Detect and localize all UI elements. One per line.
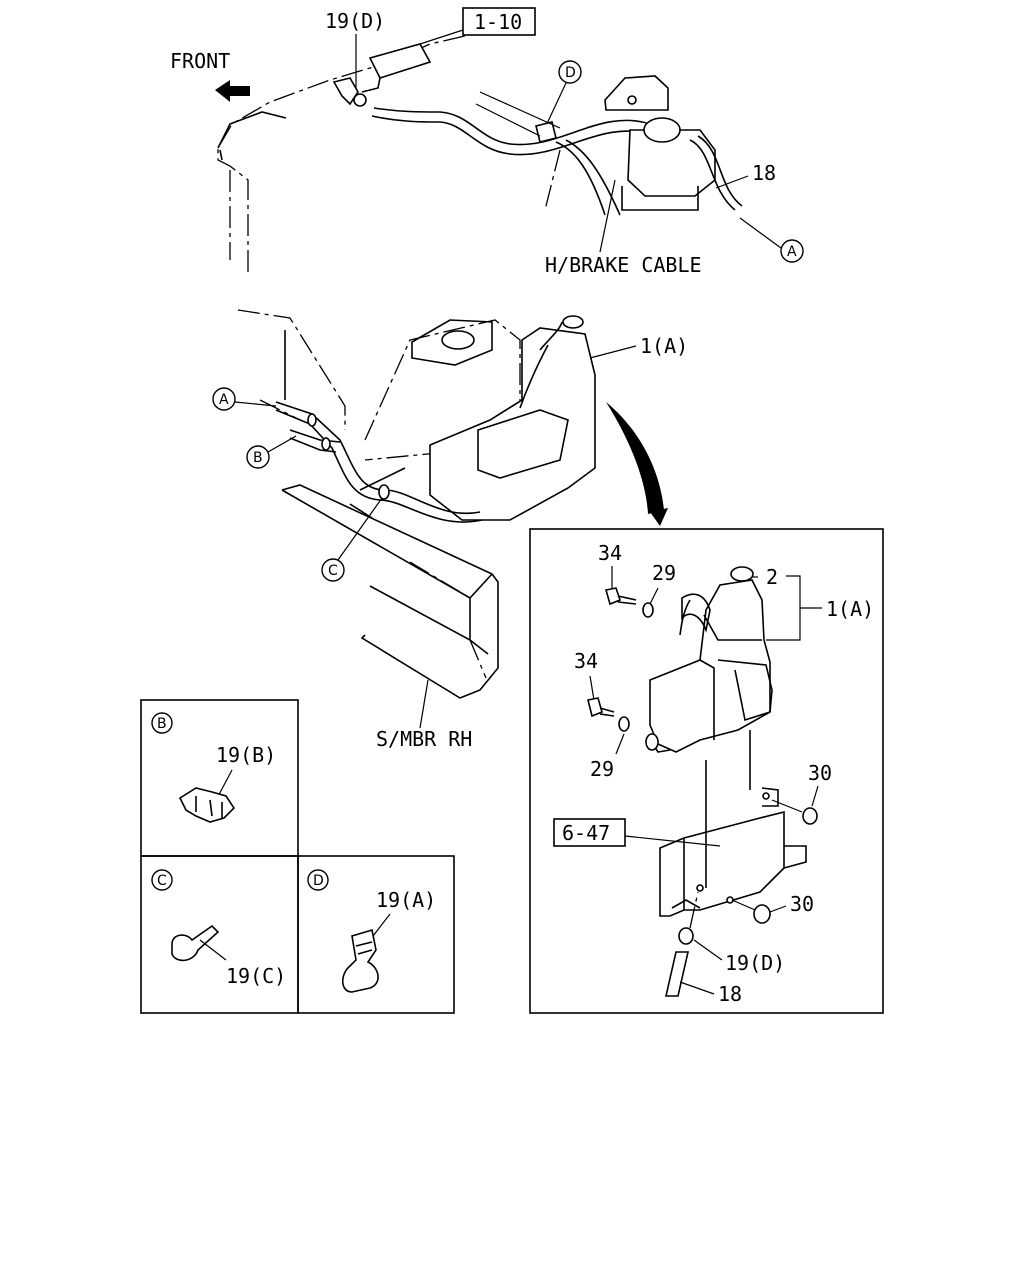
radiator-outline [217, 35, 466, 272]
inset-b-part-label: 19(B) [216, 743, 276, 767]
front-label: FRONT [170, 49, 230, 73]
reservoir-tank-top [627, 129, 716, 197]
ref-1-10-label: 1-10 [474, 10, 522, 34]
part-1a-detail-label: 1(A) [826, 597, 874, 621]
hose-b-mid [289, 429, 341, 443]
callout-a-top-label: A [787, 244, 797, 260]
part-2-label: 2 [766, 565, 778, 589]
engine-outline [364, 319, 521, 461]
inset-panels: B 19(B) C 19(C) D 19(A) [140, 699, 455, 1014]
middle-assembly-view: 1(A) A B C S/MBR RH [212, 309, 688, 751]
detail-pointer-arrow [606, 402, 664, 514]
part-1a-mid-label: 1(A) [640, 334, 688, 358]
top-assembly-view: FRONT 1-10 19(D) D H/BRAKE CABLE [170, 7, 804, 277]
bracket-6-47 [659, 810, 785, 917]
clip-19d-detail [678, 927, 694, 945]
part-34-b-label: 34 [574, 649, 598, 673]
side-member-rh [281, 484, 499, 699]
inset-c-part-label: 19(C) [226, 964, 286, 988]
brake-cable-label: H/BRAKE CABLE [545, 253, 702, 277]
callout-c-mid-label: C [328, 563, 338, 579]
part-29-a-label: 29 [652, 561, 676, 585]
inset-b-letter: B [157, 716, 167, 732]
callout-a-mid [212, 387, 236, 411]
part-18-detail-label: 18 [718, 982, 742, 1006]
callout-a-top [780, 239, 804, 263]
part-30-a-label: 30 [808, 761, 832, 785]
inset-c-callout [151, 869, 173, 891]
callout-b-mid-label: B [253, 450, 263, 466]
clip-19a [341, 928, 379, 993]
part-19d-detail-label: 19(D) [725, 951, 785, 975]
nut-30-a [802, 807, 818, 825]
washer-29-b [618, 716, 630, 732]
part-34-a-label: 34 [598, 541, 622, 565]
brake-cable [555, 141, 606, 216]
clip-19c [171, 924, 220, 962]
washer-29-a [642, 602, 654, 618]
callout-d-top-label: D [565, 65, 576, 81]
part-30-b-label: 30 [790, 892, 814, 916]
radiator-cap-housing [368, 43, 432, 79]
ref-6-47-label: 6-47 [562, 821, 610, 845]
nut-30-b [753, 904, 771, 924]
callout-c-mid [321, 558, 345, 582]
hose-18-detail [664, 951, 690, 997]
hose-18-top [689, 139, 736, 211]
part-18-top-label: 18 [752, 161, 776, 185]
inset-b-callout [151, 712, 173, 734]
inset-d-border [297, 855, 455, 1014]
inset-d-callout [307, 869, 329, 891]
part-29-b-label: 29 [590, 757, 614, 781]
callout-b-mid [246, 445, 270, 469]
ref-box-1-10 [462, 7, 536, 36]
part-19d-top-label: 19(D) [325, 9, 385, 33]
reservoir-1a-mid [429, 327, 596, 521]
ref-box-6-47 [553, 818, 626, 847]
callout-a-mid-label: A [219, 392, 229, 408]
smbr-label: S/MBR RH [376, 727, 472, 751]
overflow-hose-top [373, 107, 651, 146]
inset-c-letter: C [157, 873, 167, 889]
clip-19b [178, 787, 236, 823]
callout-d-top [558, 60, 582, 84]
inset-d-part-label: 19(A) [376, 888, 436, 912]
bolt-34-b [587, 697, 603, 718]
front-arrow-icon [215, 80, 250, 102]
bolt-34-a [604, 587, 621, 606]
detail-panel: 34 29 2 1(A) 34 29 [529, 528, 884, 1014]
inset-d-letter: D [313, 873, 324, 889]
reservoir-cap [730, 566, 754, 582]
detail-panel-border [529, 528, 884, 1014]
